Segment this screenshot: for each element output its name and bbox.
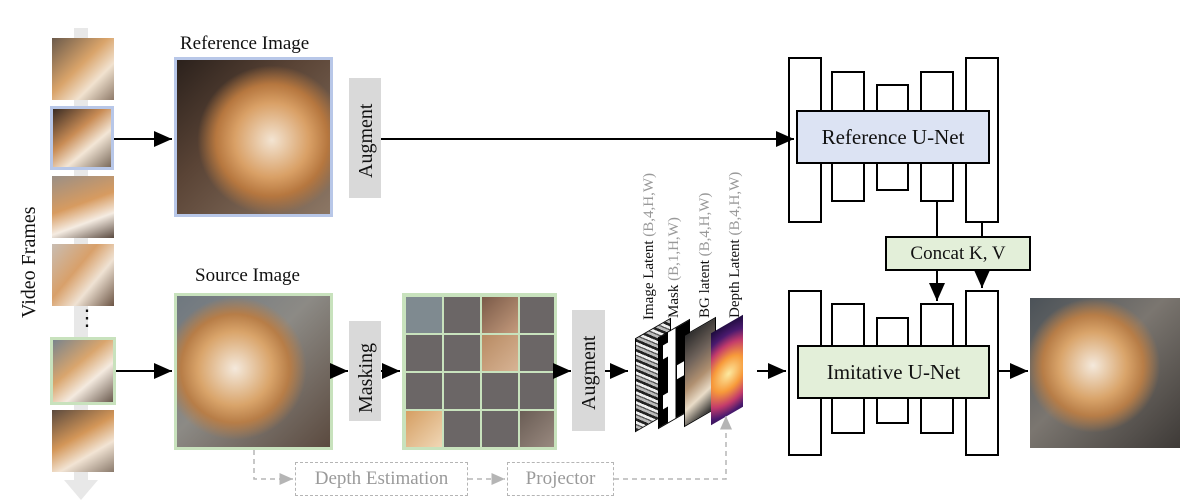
reference-unet-block: Reference U-Net [796,110,990,164]
video-frame-6 [52,410,114,472]
video-frame-5-source [50,337,116,405]
ellipsis: ⋮ [76,305,98,330]
video-frame-1 [52,38,114,100]
video-frame-4 [52,244,114,306]
concat-kv-block: Concat K, V [885,236,1031,271]
depth-estimation-block: Depth Estimation [295,462,468,496]
source-image-label: Source Image [195,265,300,286]
source-image [174,293,333,450]
imitative-unet-block: Imitative U-Net [797,345,990,399]
video-frame-3 [52,176,114,238]
augment-block-bottom: Augment [572,310,605,431]
video-frame-2-reference [50,106,114,170]
reference-image-label: Reference Image [180,33,310,54]
reference-image [174,57,333,217]
masking-block: Masking [349,321,381,421]
augment-block-top: Augment [349,78,381,198]
masked-source-image [402,293,557,450]
projector-block: Projector [507,462,614,496]
output-image [1030,298,1180,448]
